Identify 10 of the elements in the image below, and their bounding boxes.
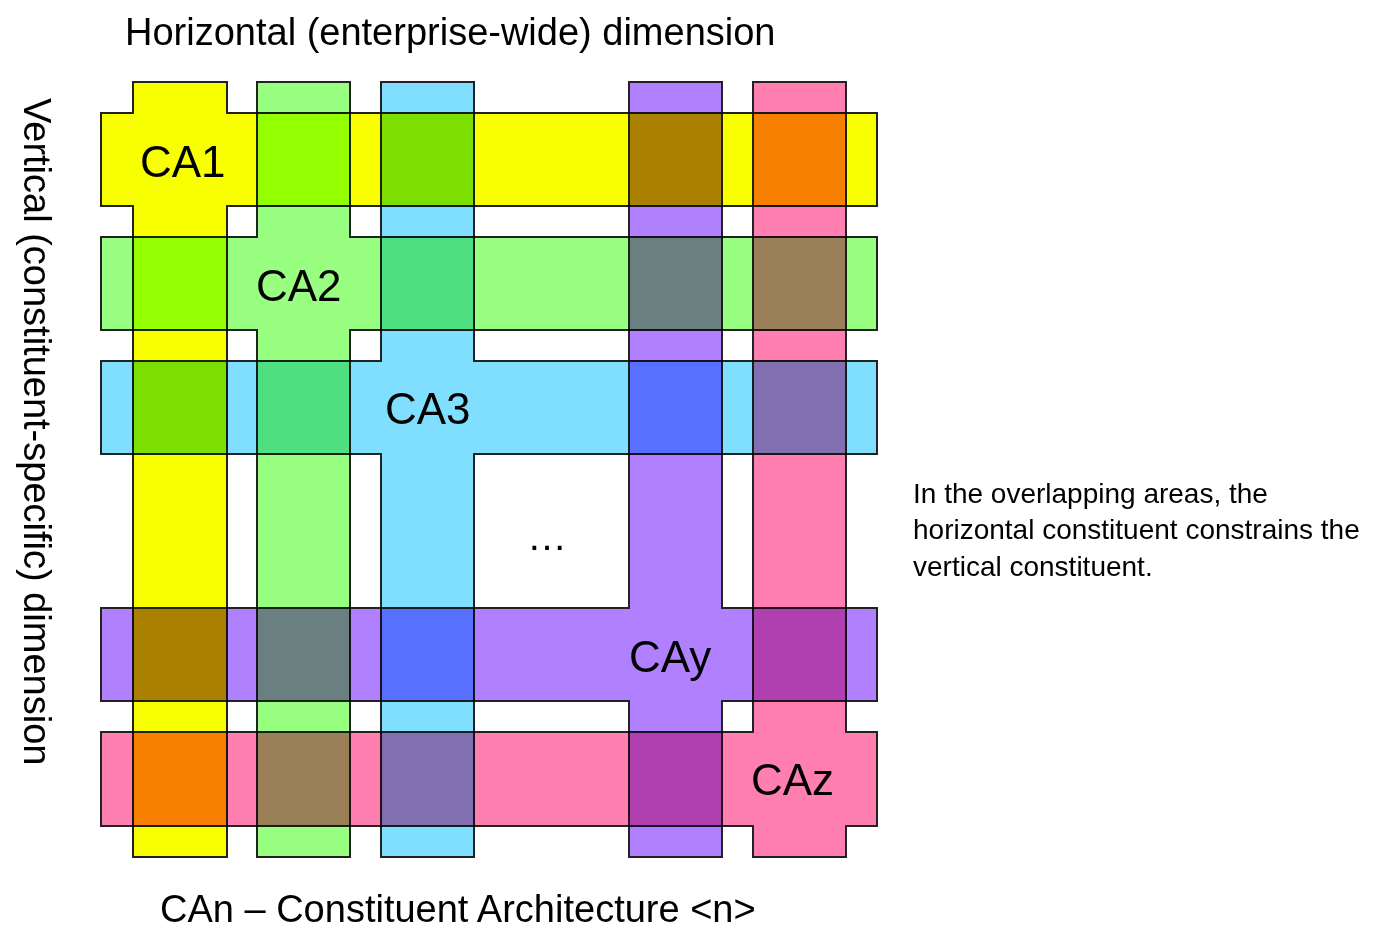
caption: CAn – Constituent Architecture <n> (160, 888, 756, 930)
note-text: In the overlapping areas, the horizontal constituent constrains the vertical constituent. (913, 477, 1361, 584)
axis-title: Horizontal (enterprise-wide) dimension (125, 10, 776, 55)
band-label: CA3 (385, 387, 471, 431)
ellipsis: … (527, 513, 567, 560)
band-label: CA1 (140, 140, 226, 184)
band-label: CAz (751, 758, 835, 802)
band-label: CAy (629, 635, 712, 679)
band-label: CA2 (256, 264, 342, 308)
axis-title: Vertical (constituent-specific) dimension (15, 98, 57, 766)
